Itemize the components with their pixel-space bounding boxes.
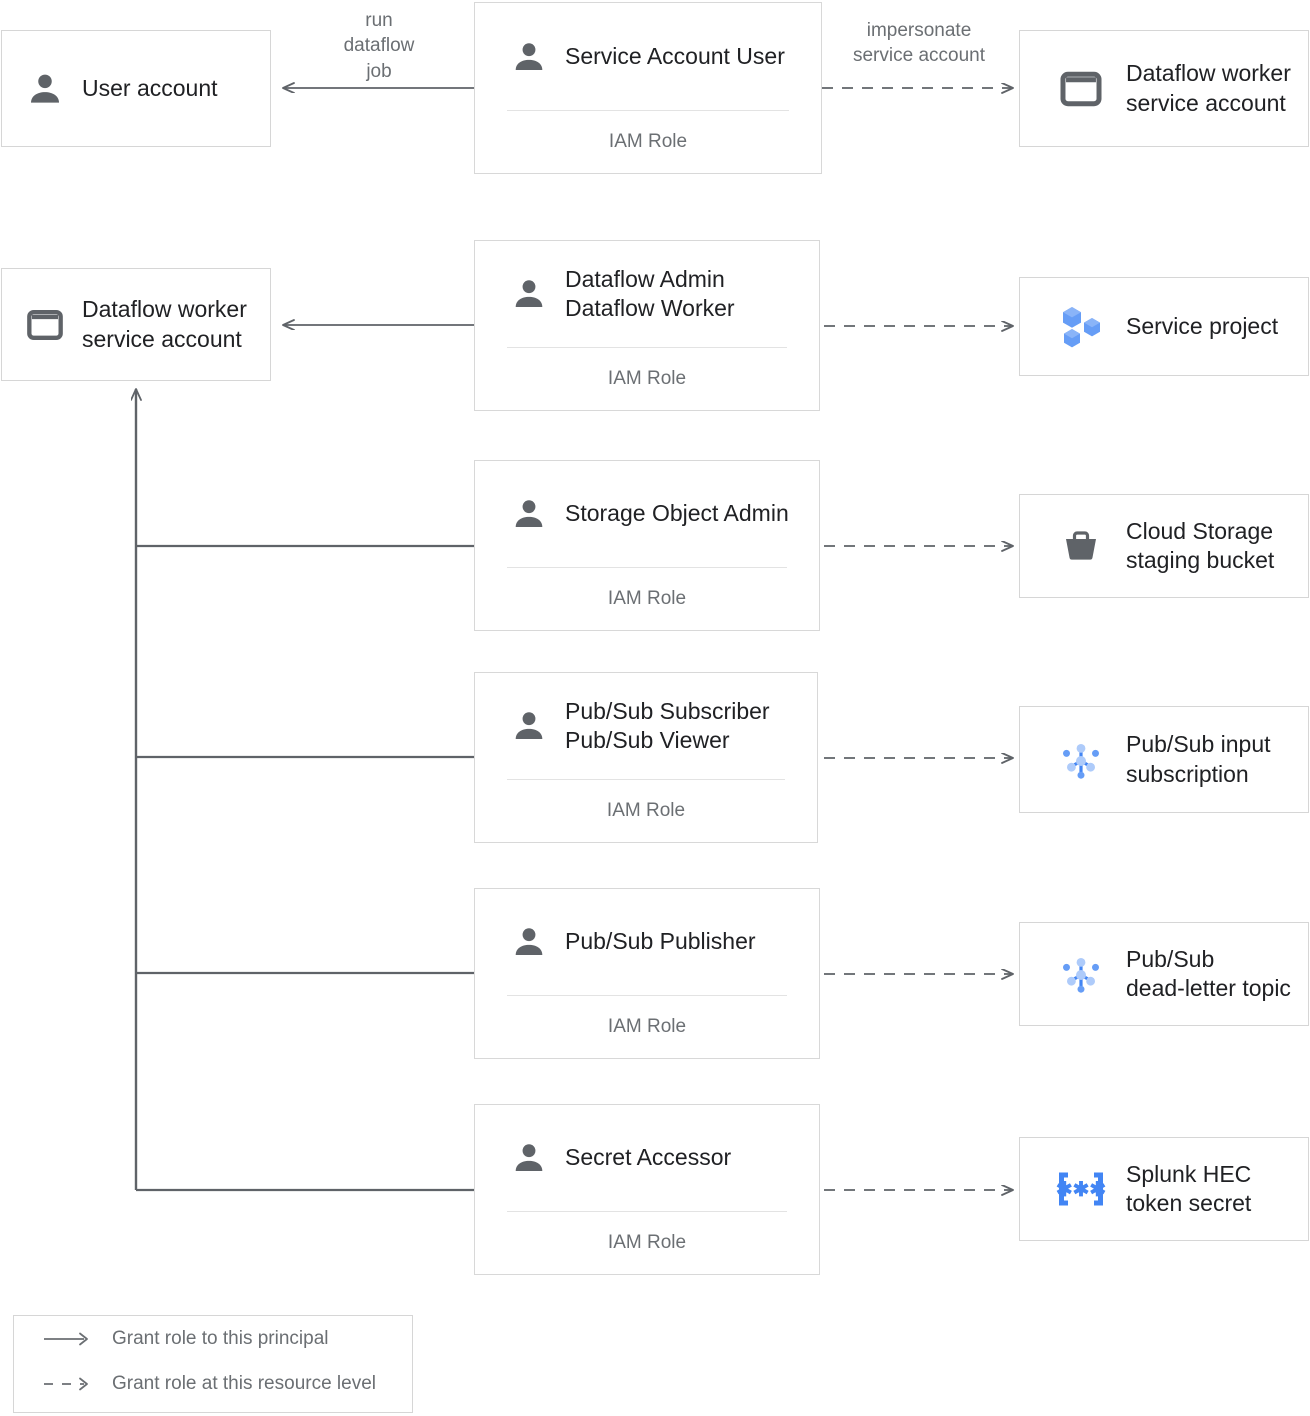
role-card-footer: IAM Role (607, 1016, 687, 1037)
pubsub-icon (1052, 734, 1110, 786)
role-card-secret-accessor[interactable]: Secret Accessor IAM Role (474, 1104, 820, 1275)
resource-dataflow-worker-service-account[interactable]: Dataflow worker service account (1019, 30, 1309, 147)
role-card-header: Service Account User (475, 3, 821, 110)
person-icon (507, 38, 551, 76)
resource-service-project[interactable]: Service project (1019, 277, 1309, 376)
solid-arrow-icon (44, 1332, 88, 1346)
dashed-arrow-icon (44, 1377, 88, 1391)
person-icon (22, 69, 68, 109)
role-card-pubsub-publisher[interactable]: Pub/Sub Publisher IAM Role (474, 888, 820, 1059)
service-account-icon (1052, 66, 1110, 112)
resource-label: Splunk HEC token secret (1126, 1160, 1252, 1216)
role-card-title: Pub/Sub Publisher (565, 928, 756, 955)
role-card-title: Dataflow Admin Dataflow Worker (565, 265, 735, 321)
principal-label: Dataflow worker service account (82, 296, 247, 352)
role-card-title: Storage Object Admin (565, 500, 789, 527)
project-hexagons-icon (1052, 301, 1110, 353)
person-icon (507, 707, 551, 745)
resource-label: Dataflow worker service account (1126, 60, 1291, 116)
legend-row-grant-role-at-resource-level: Grant role at this resource level (42, 1373, 376, 1395)
role-card-header: Pub/Sub Publisher (475, 889, 819, 995)
resource-cloud-storage-staging-bucket[interactable]: Cloud Storage staging bucket (1019, 494, 1309, 598)
role-card-title: Secret Accessor (565, 1144, 732, 1171)
legend-label: Grant role to this principal (112, 1328, 329, 1349)
secret-manager-icon: ✱✱✱ (1052, 1165, 1110, 1213)
legend-row-grant-role-to-principal: Grant role to this principal (42, 1328, 329, 1350)
role-card-storage-object-admin[interactable]: Storage Object Admin IAM Role (474, 460, 820, 631)
edge-label-run-dataflow-job: run dataflow job (343, 10, 415, 82)
divider (507, 347, 787, 348)
svg-text:✱✱✱: ✱✱✱ (1056, 1179, 1106, 1201)
role-card-footer: IAM Role (608, 131, 688, 152)
edge-roles-trunk-to-worker-sa (136, 389, 474, 1192)
resource-label: Pub/Sub input subscription (1126, 731, 1271, 787)
resource-pubsub-dead-letter-topic[interactable]: Pub/Sub dead-letter topic (1019, 922, 1309, 1026)
resource-splunk-hec-token-secret[interactable]: ✱✱✱ Splunk HEC token secret (1019, 1137, 1309, 1241)
role-card-dataflow-admin-worker[interactable]: Dataflow Admin Dataflow Worker IAM Role (474, 240, 820, 411)
cloud-storage-bucket-icon (1052, 522, 1110, 570)
principal-user-account[interactable]: User account (1, 30, 271, 147)
role-card-title: Pub/Sub Subscriber Pub/Sub Viewer (565, 697, 770, 753)
edge-label-impersonate-service-account: impersonate service account (852, 20, 985, 67)
resource-label: Pub/Sub dead-letter topic (1126, 945, 1291, 1001)
resource-label: Service project (1126, 312, 1279, 339)
resource-label: Cloud Storage staging bucket (1126, 517, 1275, 573)
divider (507, 779, 785, 780)
divider (507, 1211, 787, 1212)
service-account-icon (22, 305, 68, 345)
principal-dataflow-worker-service-account[interactable]: Dataflow worker service account (1, 268, 271, 381)
divider (507, 567, 787, 568)
role-card-header: Dataflow Admin Dataflow Worker (475, 241, 819, 347)
role-card-header: Storage Object Admin (475, 461, 819, 567)
person-icon (507, 495, 551, 533)
role-card-footer: IAM Role (607, 588, 687, 609)
role-card-title: Service Account User (565, 42, 785, 69)
role-card-header: Secret Accessor (475, 1105, 819, 1211)
role-card-footer: IAM Role (606, 800, 686, 821)
person-icon (507, 1139, 551, 1177)
role-card-service-account-user[interactable]: Service Account User IAM Role (474, 2, 822, 174)
pubsub-icon (1052, 948, 1110, 1000)
resource-pubsub-input-subscription[interactable]: Pub/Sub input subscription (1019, 706, 1309, 813)
person-icon (507, 923, 551, 961)
role-card-footer: IAM Role (607, 368, 687, 389)
legend: Grant role to this principal Grant role … (13, 1315, 413, 1413)
divider (507, 110, 789, 111)
person-icon (507, 275, 551, 313)
principal-label: User account (82, 74, 218, 101)
divider (507, 995, 787, 996)
role-card-footer: IAM Role (607, 1232, 687, 1253)
role-card-pubsub-subscriber-viewer[interactable]: Pub/Sub Subscriber Pub/Sub Viewer IAM Ro… (474, 672, 818, 843)
role-card-header: Pub/Sub Subscriber Pub/Sub Viewer (475, 673, 817, 779)
legend-label: Grant role at this resource level (112, 1373, 377, 1394)
